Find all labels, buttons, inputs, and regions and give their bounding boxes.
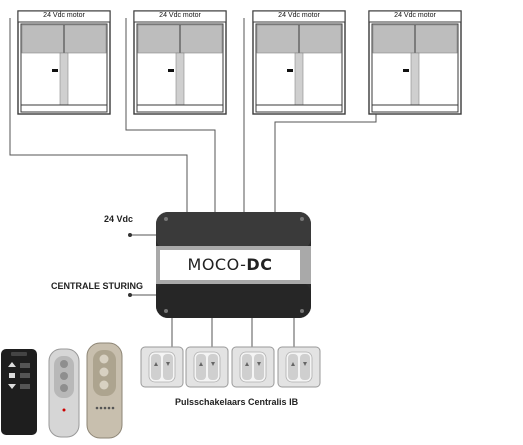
motor-label-3: 24 Vdc motor: [278, 12, 320, 19]
up-arrow-icon: [154, 362, 158, 366]
up-arrow-icon: [291, 362, 295, 366]
handle-icon: [52, 69, 58, 72]
wire-motor-1: [9, 18, 188, 213]
controller-name-suffix: DC: [246, 255, 273, 274]
channel-dot-icon: [99, 406, 103, 410]
up-button-icon: [99, 354, 109, 364]
down-button-icon: [60, 384, 68, 392]
motor-window-unit: [17, 10, 111, 115]
down-arrow-icon: [166, 362, 170, 366]
remote-gold: [86, 342, 123, 439]
motor-window-unit: [133, 10, 227, 115]
up-arrow-icon: [8, 362, 16, 367]
motor-window-unit: [252, 10, 346, 115]
down-arrow-icon: [303, 362, 307, 366]
handle-icon: [168, 69, 174, 72]
controller-screw: [300, 217, 304, 221]
motor-label-4: 24 Vdc motor: [394, 12, 436, 19]
wire-motor-2: [125, 18, 216, 213]
controller-name: MOCO-DC: [164, 251, 296, 278]
motor-label-2: 24 Vdc motor: [159, 12, 201, 19]
remote-silver: [48, 348, 80, 438]
motor-window-unit: [368, 10, 462, 115]
led-icon: [62, 408, 66, 412]
controller-screw: [300, 309, 304, 313]
terminal-central: [128, 293, 132, 297]
power-label: 24 Vdc: [104, 214, 134, 224]
wall-switches: [140, 346, 321, 388]
stop-icon: [9, 373, 15, 378]
channel-dot-icon: [95, 406, 99, 410]
up-arrow-icon: [199, 362, 203, 366]
channel-dot-icon: [111, 406, 115, 410]
down-button-icon: [99, 380, 109, 390]
down-arrow-icon: [257, 362, 261, 366]
remote-controls: [1, 342, 123, 439]
wall-switch: [185, 346, 229, 388]
up-arrow-icon: [245, 362, 249, 366]
switches-caption: Pulsschakelaars Centralis IB: [175, 397, 299, 407]
wall-switch: [231, 346, 275, 388]
wall-switch: [277, 346, 321, 388]
motor-label-1: 24 Vdc motor: [43, 12, 85, 19]
up-button-icon: [60, 360, 68, 368]
stop-button-icon: [99, 367, 109, 377]
controller-screw: [164, 217, 168, 221]
controller-name-prefix: MOCO-: [187, 255, 247, 274]
channel-dot-icon: [103, 406, 107, 410]
remote-black: [1, 349, 37, 435]
channel-dot-icon: [107, 406, 111, 410]
motor-units: [17, 10, 462, 115]
handle-icon: [287, 69, 293, 72]
down-arrow-icon: [8, 384, 16, 389]
handle-icon: [403, 69, 409, 72]
central-control-label: CENTRALE STURING: [51, 281, 143, 291]
wall-switch: [140, 346, 184, 388]
controller-screw: [164, 309, 168, 313]
stop-button-icon: [60, 372, 68, 380]
terminal-power: [128, 233, 132, 237]
down-arrow-icon: [211, 362, 215, 366]
